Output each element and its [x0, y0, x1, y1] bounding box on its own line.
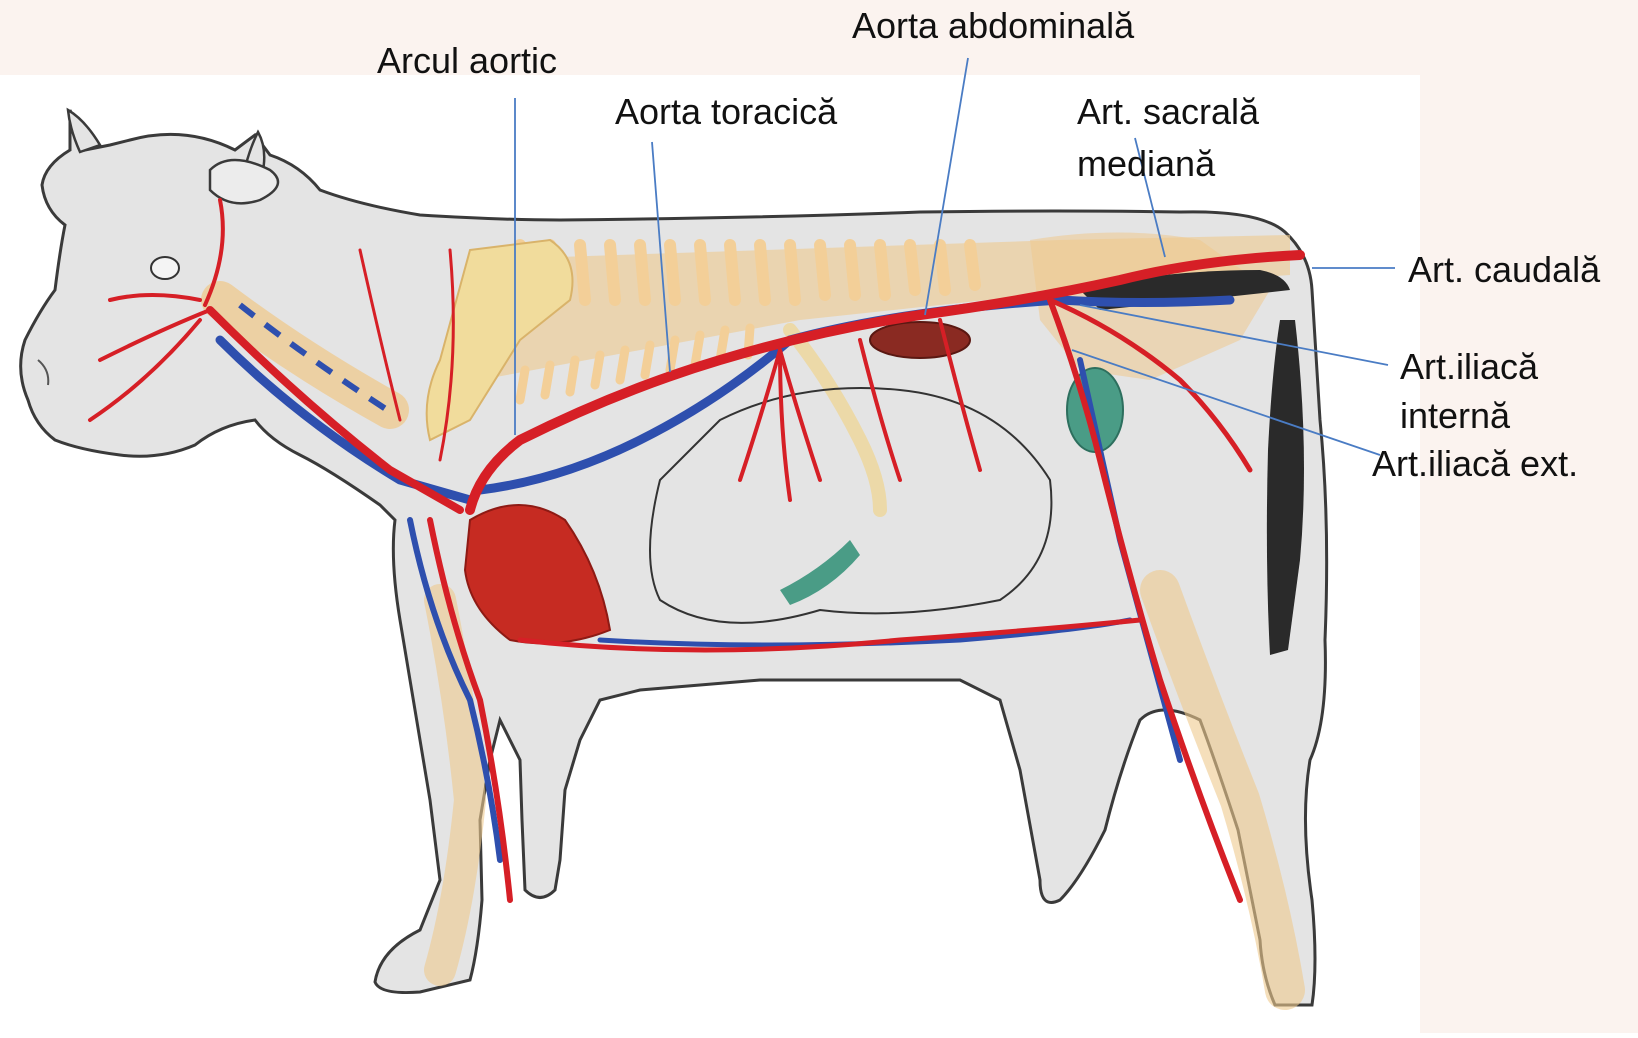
- label-art-sacrala-line2: mediană: [1077, 140, 1215, 188]
- right-band: [1420, 0, 1638, 1033]
- label-aorta-toracica: Aorta toracică: [615, 88, 837, 136]
- label-art-sacrala-line1: Art. sacrală: [1077, 88, 1259, 136]
- label-art-iliaca-interna-line1: Art.iliacă: [1400, 343, 1538, 391]
- label-aorta-abdominala: Aorta abdominală: [852, 2, 1134, 50]
- label-art-iliaca-ext: Art.iliacă ext.: [1372, 440, 1578, 488]
- kidney: [870, 322, 970, 358]
- label-arcul-aortic: Arcul aortic: [377, 37, 557, 85]
- label-art-iliaca-interna-line2: internă: [1400, 392, 1510, 440]
- top-band: [0, 0, 1638, 75]
- eye: [151, 257, 179, 279]
- label-art-caudala: Art. caudală: [1408, 246, 1600, 294]
